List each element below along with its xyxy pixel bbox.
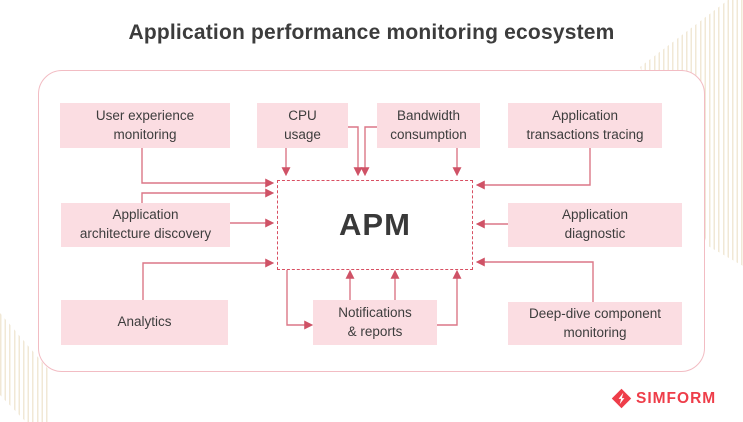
- node-label: Deep-dive component monitoring: [528, 305, 662, 340]
- node-notifications-reports: Notifications & reports: [313, 300, 437, 345]
- node-label: Application architecture discovery: [79, 207, 212, 241]
- node-label: Application transactions tracing: [526, 107, 644, 142]
- page-title: Application performance monitoring ecosy…: [128, 21, 615, 44]
- node-application-diagnostic: Application diagnostic: [508, 203, 682, 247]
- node-bandwidth-consumption: Bandwidth consumption: [377, 103, 480, 148]
- node-application-architecture-discovery: Application architecture discovery: [61, 203, 230, 247]
- simform-diamond-bolt-icon: [611, 388, 632, 409]
- apm-label: APM: [339, 207, 411, 242]
- node-label: Analytics: [117, 314, 172, 330]
- brand-name: SIMFORM: [636, 389, 717, 407]
- simform-logo: SIMFORM: [611, 387, 716, 410]
- node-label: Application diagnostic: [561, 207, 629, 241]
- node-label: Bandwidth consumption: [390, 107, 467, 142]
- node-label: CPU usage: [284, 107, 321, 142]
- node-analytics: Analytics: [61, 300, 228, 345]
- apm-center-box: APM: [277, 180, 473, 270]
- node-user-experience-monitoring: User experience monitoring: [60, 103, 230, 148]
- node-label: User experience monitoring: [95, 107, 195, 142]
- node-deep-dive-component-monitoring: Deep-dive component monitoring: [508, 302, 682, 345]
- node-application-transactions-tracing: Application transactions tracing: [508, 103, 662, 148]
- node-label: Notifications & reports: [338, 304, 412, 339]
- node-cpu-usage: CPU usage: [257, 103, 348, 148]
